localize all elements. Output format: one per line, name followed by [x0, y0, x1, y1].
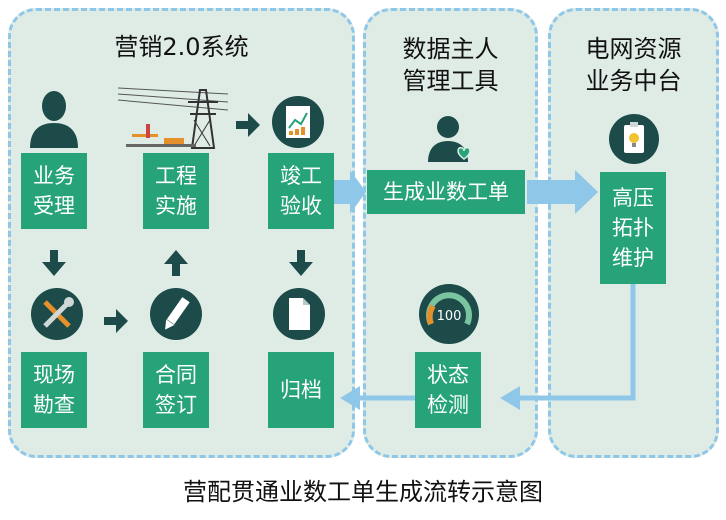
completion-acceptance-box: 竣工 验收	[268, 153, 334, 229]
arrow-completion-to-archive-head	[289, 262, 313, 276]
cross-panel-arrows	[334, 170, 598, 214]
arrow-contract-to-impl-shaft	[172, 264, 180, 276]
arrow-ticket-to-topology-shaft	[527, 180, 575, 204]
gauge-icon: 100	[419, 284, 479, 344]
site-survey-box: 现场 勘查	[21, 352, 87, 428]
contract-signing-box: 合同 签订	[143, 352, 209, 428]
return-lines	[358, 282, 636, 401]
business-acceptance-box: 业务 受理	[21, 153, 87, 229]
arrow-survey-to-contract-head	[116, 309, 128, 333]
user-heart-icon	[428, 114, 474, 164]
arrow-completion-to-ticket-head	[350, 170, 366, 214]
archive-box: 归档	[268, 352, 334, 428]
arrow-contract-to-impl-head	[164, 250, 188, 264]
tools-icon	[31, 288, 83, 340]
document-icon	[273, 288, 325, 340]
power-tower-icon	[118, 80, 228, 150]
figure-caption: 营配贯通业数工单生成流转示意图	[183, 478, 543, 506]
arrow-completion-to-ticket-shaft	[334, 180, 350, 204]
arrow-acceptance-to-survey-shaft	[50, 250, 58, 262]
generate-ticket-box: 生成业数工单	[367, 170, 525, 214]
internal-arrows	[42, 113, 313, 333]
hv-topology-box: 高压 拓扑 维护	[600, 172, 666, 284]
gauge-value: 100	[437, 309, 462, 324]
arrow-survey-to-contract-shaft	[104, 317, 116, 325]
pencil-icon	[150, 288, 202, 340]
arrow-impl-to-completion-head	[248, 113, 260, 137]
marketing-system-title: 营销2.0系统	[114, 33, 249, 61]
grid-resource-title: 电网资源 业务中台	[585, 35, 682, 95]
arrow-ticket-to-topology-head	[575, 170, 598, 214]
chart-report-icon	[272, 96, 324, 148]
return-arrow-head-archive	[340, 386, 360, 410]
badge-bulb-icon	[609, 114, 659, 164]
return-arrow-head-status	[500, 386, 520, 410]
arrow-acceptance-to-survey-head	[42, 262, 66, 276]
status-detection-box: 状态 检测	[415, 352, 481, 428]
arrow-impl-to-completion-shaft	[236, 121, 248, 129]
data-owner-title: 数据主人 管理工具	[402, 35, 499, 95]
arrow-completion-to-archive-shaft	[297, 250, 305, 262]
return-line-topology-to-status	[514, 282, 636, 401]
project-implementation-box: 工程 实施	[143, 153, 209, 229]
person-silhouette-icon	[26, 86, 82, 148]
